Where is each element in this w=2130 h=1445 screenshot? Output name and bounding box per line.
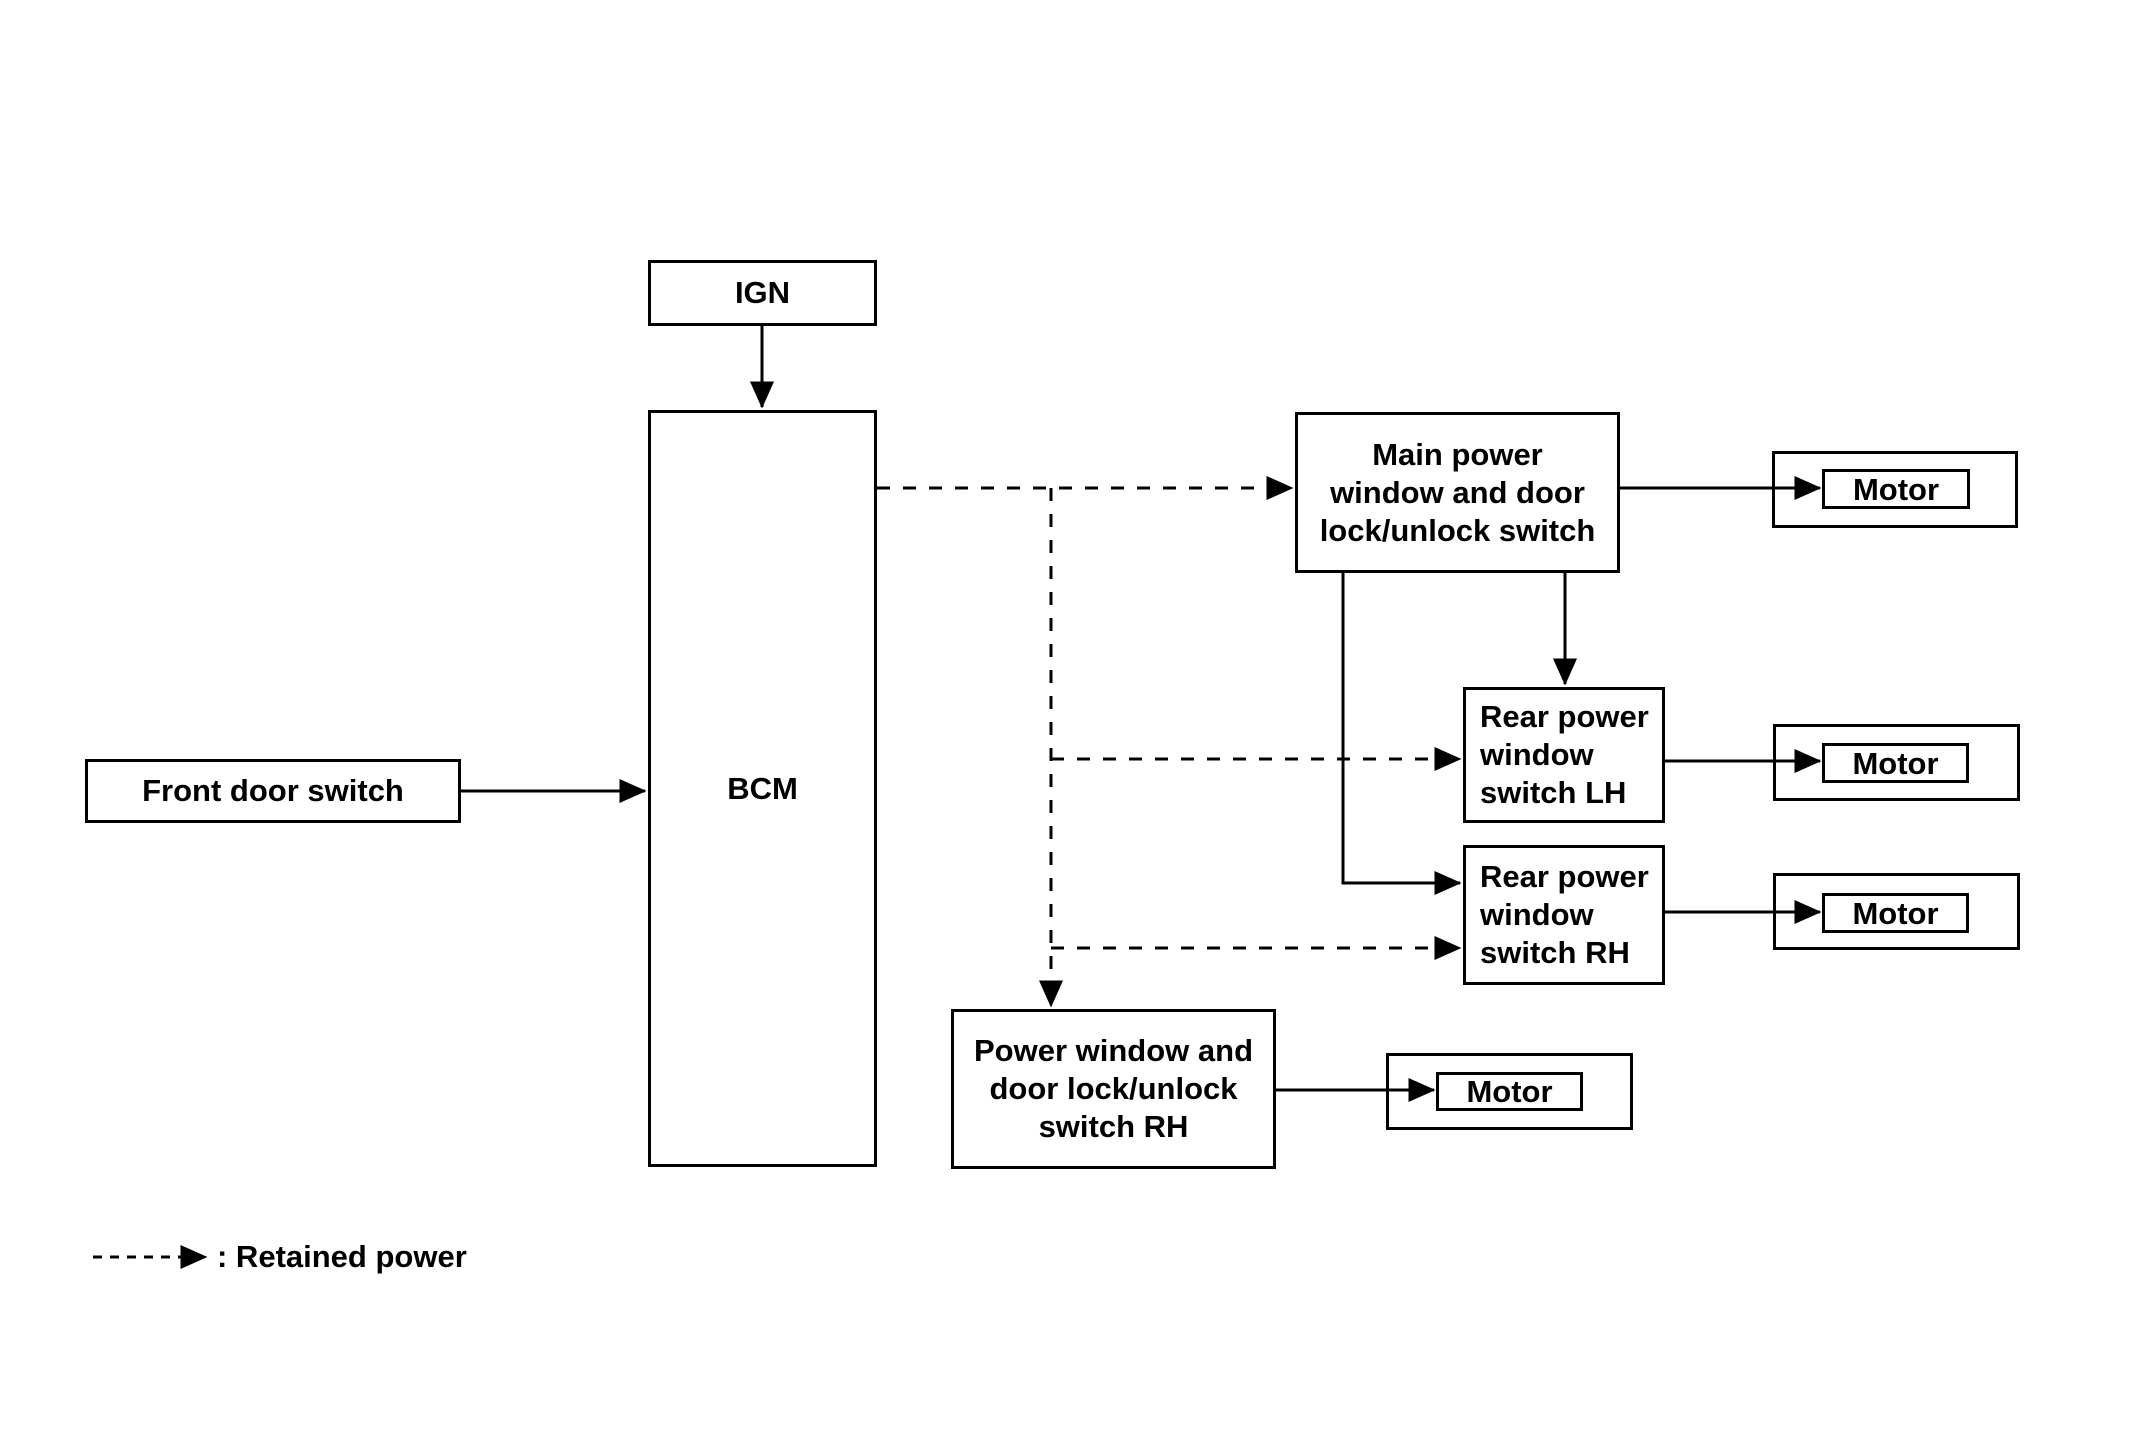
node-power-window-door-lock-switch-rh: Power window and door lock/unlock switch…	[951, 1009, 1276, 1169]
node-motor-4-label: Motor	[1466, 1074, 1553, 1109]
node-main-power-window-switch-label: Main power window and door lock/unlock s…	[1319, 436, 1596, 548]
node-motor-2: Motor	[1822, 743, 1969, 783]
node-rear-power-window-switch-lh: Rear power window switch LH	[1463, 687, 1665, 823]
node-motor-4: Motor	[1436, 1072, 1583, 1111]
node-front-door-switch: Front door switch	[85, 759, 461, 823]
node-bcm-label: BCM	[727, 770, 798, 806]
node-motor-3: Motor	[1822, 893, 1969, 933]
node-motor-1-label: Motor	[1852, 471, 1940, 507]
node-ign-label: IGN	[734, 275, 791, 310]
node-ign: IGN	[648, 260, 877, 326]
node-rear-power-window-switch-rh-label: Rear power window switch RH	[1480, 859, 1649, 970]
node-power-window-door-lock-switch-rh-label: Power window and door lock/unlock switch…	[973, 1033, 1253, 1144]
node-motor-2-label: Motor	[1852, 745, 1939, 781]
node-bcm: BCM	[648, 410, 877, 1167]
node-motor-2-housing	[1773, 724, 2020, 801]
node-motor-1: Motor	[1822, 469, 1970, 509]
node-motor-1-housing	[1772, 451, 2018, 528]
node-rear-power-window-switch-lh-label: Rear power window switch LH	[1480, 699, 1649, 810]
legend-retained-power-label: : Retained power	[217, 1239, 467, 1274]
node-main-power-window-switch: Main power window and door lock/unlock s…	[1295, 412, 1620, 573]
node-motor-3-label: Motor	[1852, 895, 1939, 931]
node-motor-4-housing	[1386, 1053, 1633, 1130]
connector-main-switch-to-rear-rh	[1341, 573, 1462, 895]
node-motor-3-housing	[1773, 873, 2020, 950]
node-rear-power-window-switch-rh: Rear power window switch RH	[1463, 845, 1665, 985]
node-front-door-switch-label: Front door switch	[142, 773, 404, 808]
